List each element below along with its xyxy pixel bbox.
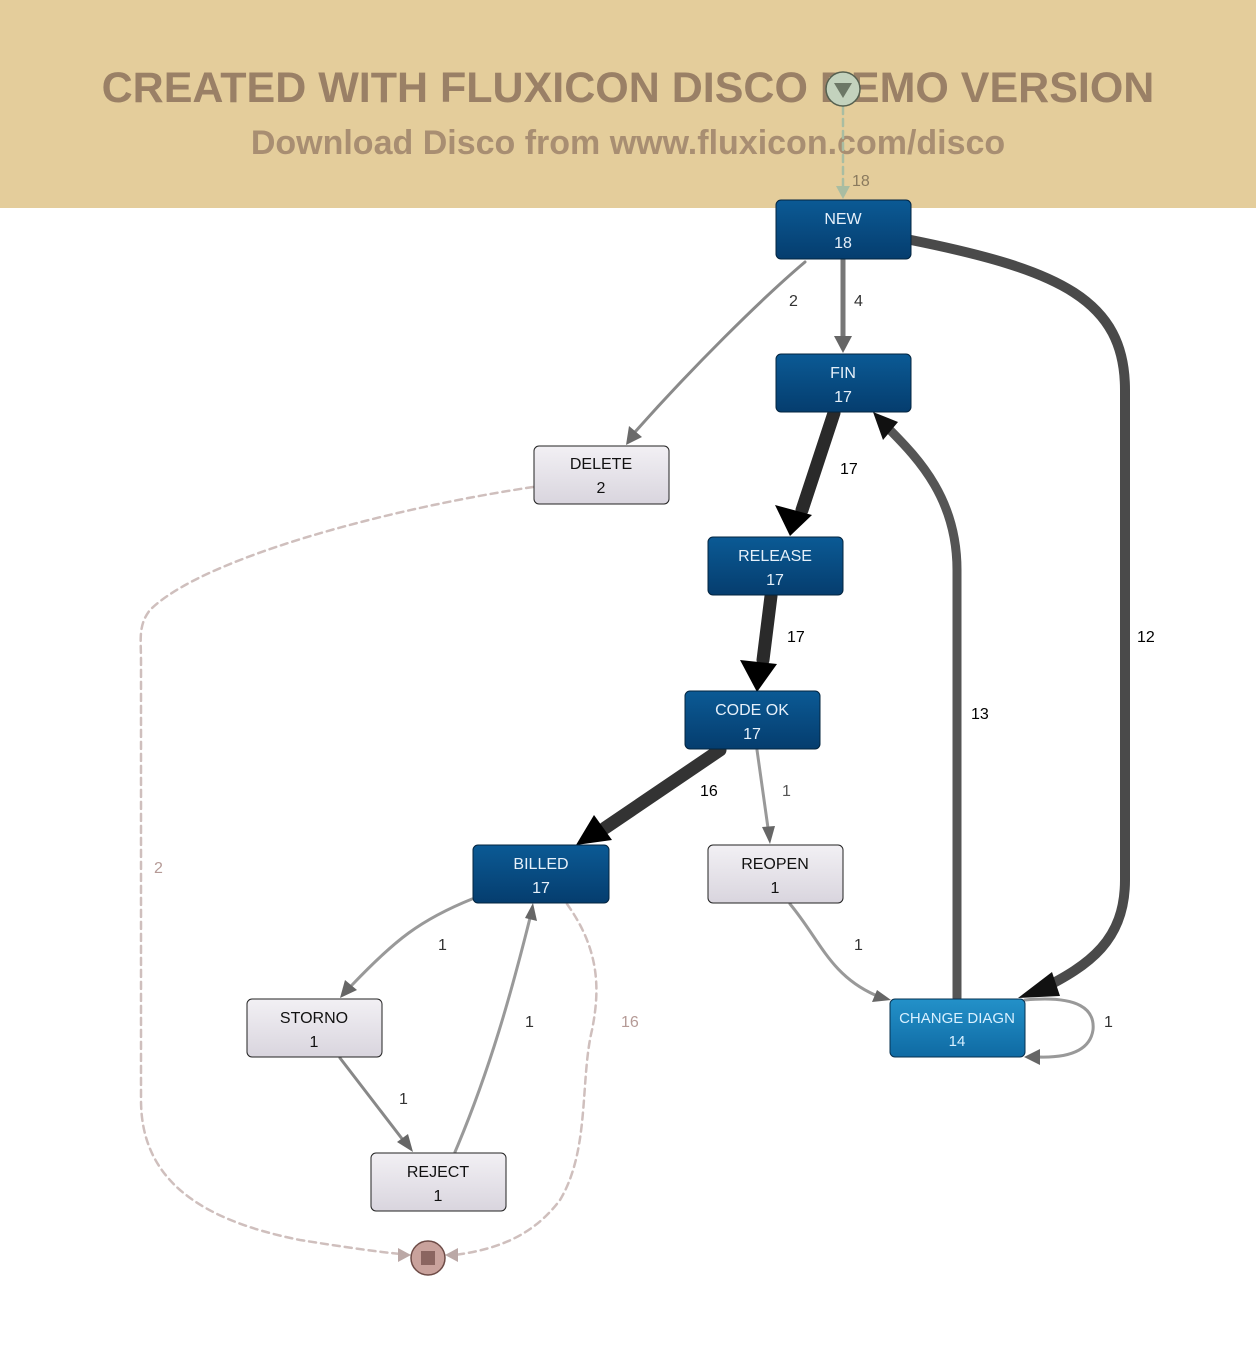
edge-label: 18 <box>852 173 870 190</box>
edge-label: 2 <box>789 293 798 310</box>
node-name: RELEASE <box>738 548 812 565</box>
arrowhead <box>740 660 777 692</box>
arrowhead <box>398 1248 411 1262</box>
edge-billed-storno[interactable] <box>350 897 474 987</box>
node-storno[interactable]: STORNO 1 <box>246 998 383 1058</box>
edge-label: 1 <box>399 1091 408 1108</box>
node-change-diagn[interactable]: CHANGE DIAGN 14 <box>889 998 1026 1058</box>
edge-reopen-change[interactable] <box>788 902 877 997</box>
edge-change-fin[interactable] <box>883 423 962 1003</box>
node-release[interactable]: RELEASE 17 <box>707 536 844 596</box>
arrowhead <box>873 412 898 440</box>
edge-release-codeok[interactable] <box>756 589 778 667</box>
arrowhead <box>397 1134 413 1152</box>
node-name: DELETE <box>570 456 632 473</box>
arrowhead <box>762 826 775 844</box>
node-name: CHANGE DIAGN <box>899 1010 1015 1027</box>
edge-billed-end[interactable] <box>453 902 598 1257</box>
node-new[interactable]: NEW 18 <box>775 199 912 260</box>
node-name: REOPEN <box>741 856 809 873</box>
node-delete[interactable]: DELETE 2 <box>533 445 670 505</box>
node-count: 1 <box>771 880 780 897</box>
edge-codeok-billed[interactable] <box>598 743 727 835</box>
edge-new-delete[interactable] <box>633 260 807 434</box>
demo-watermark-banner: CREATED WITH FLUXICON DISCO DEMO VERSION… <box>0 0 1256 208</box>
node-name: CODE OK <box>715 702 789 719</box>
node-count: 18 <box>834 235 852 252</box>
node-count: 17 <box>766 572 784 589</box>
edge-delete-end[interactable] <box>139 485 535 1256</box>
arrowhead <box>836 186 850 199</box>
arrowhead <box>775 505 812 536</box>
watermark-title: CREATED WITH FLUXICON DISCO DEMO VERSION <box>101 64 1155 112</box>
edge-label: 1 <box>1104 1014 1113 1031</box>
node-count: 1 <box>434 1188 443 1205</box>
node-count: 17 <box>834 389 852 406</box>
edge-change-self[interactable] <box>1023 997 1095 1059</box>
edge-label: 1 <box>525 1014 534 1031</box>
arrowhead <box>872 990 891 1002</box>
node-name: STORNO <box>280 1010 348 1027</box>
edge-label: 17 <box>787 629 805 646</box>
edge-label: 16 <box>621 1014 639 1031</box>
node-count: 17 <box>743 726 761 743</box>
arrowhead <box>1018 972 1060 998</box>
node-name: NEW <box>824 211 862 228</box>
edge-fin-release[interactable] <box>795 406 841 517</box>
arrowhead <box>1024 1049 1040 1065</box>
arrowhead <box>525 903 537 921</box>
node-name: FIN <box>830 365 856 382</box>
node-count: 1 <box>310 1034 319 1051</box>
arrowhead <box>340 980 357 998</box>
end-node[interactable] <box>410 1240 446 1276</box>
node-count: 17 <box>532 880 550 897</box>
edge-label: 1 <box>782 783 791 800</box>
edge-label: 4 <box>854 293 863 310</box>
start-triangle-icon <box>834 83 852 98</box>
edge-new-change[interactable] <box>906 235 1130 995</box>
watermark-subtitle: Download Disco from www.fluxicon.com/dis… <box>250 124 1006 162</box>
node-code-ok[interactable]: CODE OK 17 <box>684 690 821 750</box>
node-count: 14 <box>949 1033 966 1050</box>
end-square-icon <box>421 1251 435 1265</box>
arrowhead <box>626 426 642 445</box>
edge-reject-billed[interactable] <box>453 916 532 1154</box>
edge-label: 12 <box>1137 629 1155 646</box>
edge-label: 16 <box>700 783 718 800</box>
node-fin[interactable]: FIN 17 <box>775 353 912 413</box>
edge-label: 2 <box>154 860 163 877</box>
edge-storno-reject[interactable] <box>338 1056 405 1142</box>
arrowhead <box>834 336 852 353</box>
arrowhead <box>445 1248 458 1262</box>
node-reopen[interactable]: REOPEN 1 <box>707 844 844 904</box>
node-name: REJECT <box>407 1164 469 1181</box>
start-node[interactable] <box>825 71 861 107</box>
edge-label: 13 <box>971 706 989 723</box>
node-billed[interactable]: BILLED 17 <box>472 844 610 904</box>
edge-label: 1 <box>854 937 863 954</box>
node-name: BILLED <box>513 856 568 873</box>
node-count: 2 <box>597 480 606 497</box>
edge-label: 1 <box>438 937 447 954</box>
edge-label: 17 <box>840 461 858 478</box>
edge-codeok-reopen[interactable] <box>755 748 770 830</box>
node-reject[interactable]: REJECT 1 <box>370 1152 507 1212</box>
arrowhead <box>576 815 612 845</box>
